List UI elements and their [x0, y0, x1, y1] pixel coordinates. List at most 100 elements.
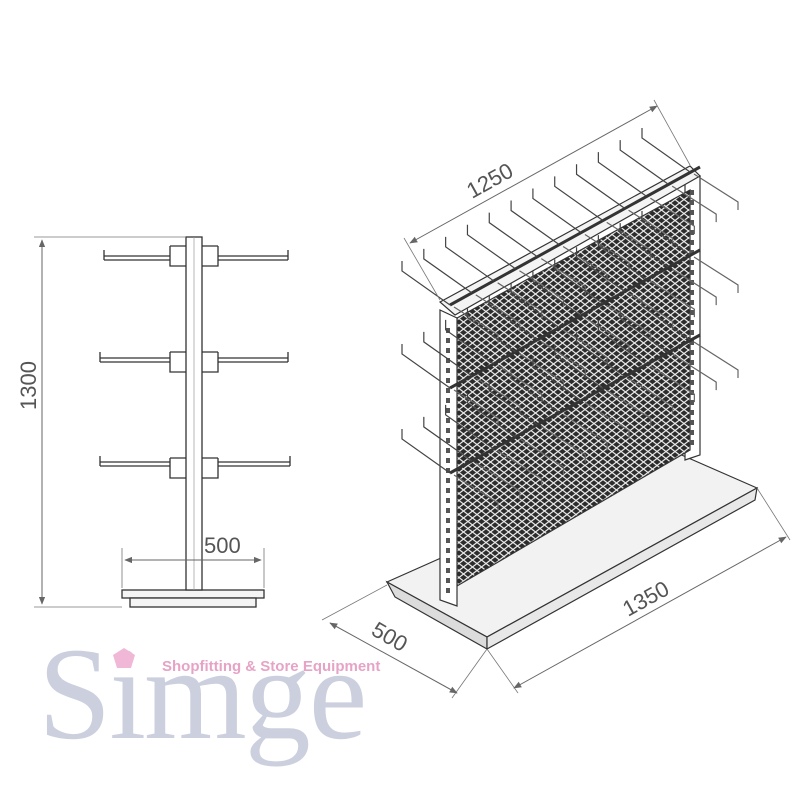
- upright-slot: [690, 280, 694, 285]
- hook: [532, 188, 582, 233]
- hook: [671, 268, 717, 306]
- hook: [445, 236, 494, 282]
- upright-slot: [690, 330, 694, 335]
- upright-slot: [690, 210, 694, 215]
- side-view-drawing: [34, 236, 291, 608]
- upright-slot: [446, 538, 450, 543]
- perspective-drawing: [321, 99, 791, 699]
- hook: [475, 377, 521, 414]
- upright-slot: [446, 398, 450, 403]
- upright-slot: [690, 340, 694, 345]
- hook: [445, 404, 494, 450]
- upright-slot: [690, 310, 694, 315]
- upright-slot: [446, 458, 450, 463]
- upright-slot: [446, 328, 450, 333]
- hook: [606, 304, 652, 342]
- hook: [475, 294, 521, 331]
- hook: [510, 283, 560, 329]
- side-hook-tier: [103, 245, 289, 267]
- hook: [453, 306, 499, 343]
- hook: [554, 344, 604, 389]
- hook: [562, 329, 608, 366]
- upright-slot: [690, 260, 694, 265]
- hook: [423, 248, 473, 294]
- upright-slot: [690, 430, 694, 435]
- hook: [519, 353, 565, 390]
- hook-rail: [449, 333, 701, 475]
- hook: [671, 353, 717, 391]
- hook: [497, 450, 543, 487]
- upright-slot: [690, 420, 694, 425]
- hook: [466, 224, 516, 270]
- hook: [488, 212, 538, 258]
- hook: [562, 246, 608, 283]
- side-hook-tier: [99, 351, 289, 373]
- upright-slot: [446, 578, 450, 583]
- upright-slot: [690, 400, 694, 405]
- upright-slot: [446, 488, 450, 493]
- hook: [453, 389, 499, 426]
- top-width-label: 1250: [462, 158, 517, 204]
- upright-slot: [690, 220, 694, 225]
- top-width-dimension-line: [409, 105, 658, 244]
- brand-logo-word: Simge: [38, 620, 367, 767]
- upright-slot: [690, 320, 694, 325]
- hook: [423, 416, 473, 462]
- hook: [401, 344, 451, 389]
- height-label: 1300: [16, 361, 41, 410]
- hook: [540, 341, 586, 378]
- upright-slot: [446, 558, 450, 563]
- upright-slot: [690, 240, 694, 245]
- base-depth-label: 500: [368, 617, 412, 657]
- hook: [466, 307, 516, 353]
- upright-slot: [690, 410, 694, 415]
- hook: [628, 292, 674, 330]
- upright-slot: [690, 290, 694, 295]
- upright-slot: [446, 468, 450, 473]
- upright-slot: [690, 300, 694, 305]
- upright-slot: [446, 338, 450, 343]
- upright-slot: [446, 528, 450, 533]
- hook: [488, 295, 538, 341]
- hook: [641, 296, 691, 341]
- hook: [466, 392, 516, 438]
- gem-icon: [113, 648, 135, 668]
- hook: [628, 377, 674, 415]
- hook: [453, 474, 499, 511]
- hook: [423, 331, 473, 377]
- hook: [532, 271, 582, 316]
- base-depth-dimension-line: [329, 622, 458, 694]
- hook: [584, 401, 630, 439]
- hook: [519, 270, 565, 307]
- upright-slot: [446, 428, 450, 433]
- upright-slot: [446, 438, 450, 443]
- upright-slot: [690, 440, 694, 445]
- hook: [510, 200, 560, 246]
- upright-slot: [690, 350, 694, 355]
- hook: [488, 380, 538, 426]
- upright-slot: [446, 448, 450, 453]
- hook: [497, 365, 543, 402]
- side-base-plate: [121, 589, 265, 599]
- hook: [575, 332, 625, 377]
- upright-slot: [690, 200, 694, 205]
- upright-slot: [446, 368, 450, 373]
- hook: [554, 176, 604, 221]
- hook: [584, 233, 630, 271]
- upright-slot: [690, 250, 694, 255]
- hook: [693, 341, 739, 378]
- hook: [519, 438, 565, 475]
- hook: [401, 429, 451, 474]
- hook: [693, 173, 739, 210]
- base-width-label: 500: [204, 533, 241, 558]
- hook: [540, 426, 586, 463]
- hook: [597, 152, 647, 197]
- hook: [401, 261, 451, 306]
- upright-slot: [446, 378, 450, 383]
- upright-slot: [446, 518, 450, 523]
- hook: [445, 319, 494, 365]
- upright-slot: [690, 230, 694, 235]
- upright-slot: [690, 270, 694, 275]
- hook: [597, 320, 647, 365]
- hook: [650, 365, 695, 403]
